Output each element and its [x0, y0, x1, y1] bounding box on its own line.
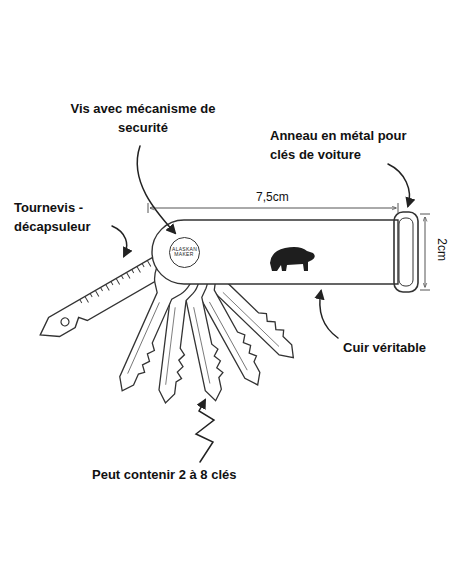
key-groove	[166, 307, 176, 384]
dimension-width	[420, 214, 430, 290]
ruler-tick	[80, 299, 82, 302]
bear-logo	[270, 247, 315, 271]
ruler-tick	[137, 266, 141, 272]
screw-callout: Vis avec mécanisme de securité	[66, 100, 220, 138]
ruler-tick	[95, 290, 99, 296]
ruler-tick	[121, 275, 123, 278]
capacity-callout: Peut contenir 2 à 8 clés	[92, 466, 237, 485]
metal-ring	[394, 212, 418, 292]
ruler-tick	[127, 272, 131, 278]
ruler-tick	[101, 287, 103, 290]
key-groove	[194, 307, 210, 383]
ruler-tick	[90, 293, 92, 296]
leader-arrows	[112, 146, 409, 462]
brand-text: ALASKAN MAKER	[172, 247, 196, 258]
ruler-tick	[111, 281, 113, 284]
ruler-tick	[147, 260, 151, 266]
dimension-length	[148, 203, 398, 213]
ruler-tick	[142, 263, 144, 266]
ruler-tick	[85, 296, 89, 302]
length-dimension: 7,5cm	[256, 189, 289, 206]
ruler-tick	[132, 269, 134, 272]
screw-head: ALASKAN MAKER	[169, 237, 200, 268]
leather-strap	[152, 220, 398, 284]
key-groove	[128, 302, 160, 373]
ruler-tick	[106, 284, 110, 290]
width-dimension: 2cm	[432, 239, 449, 262]
metal-ring-inner	[399, 218, 413, 286]
leather-callout: Cuir véritable	[343, 339, 426, 358]
ruler-tick	[116, 278, 120, 284]
ring-callout: Anneau en métal pour clés de voiture	[270, 127, 426, 165]
tool-callout: Tournevis - décapsuleur	[14, 199, 110, 237]
